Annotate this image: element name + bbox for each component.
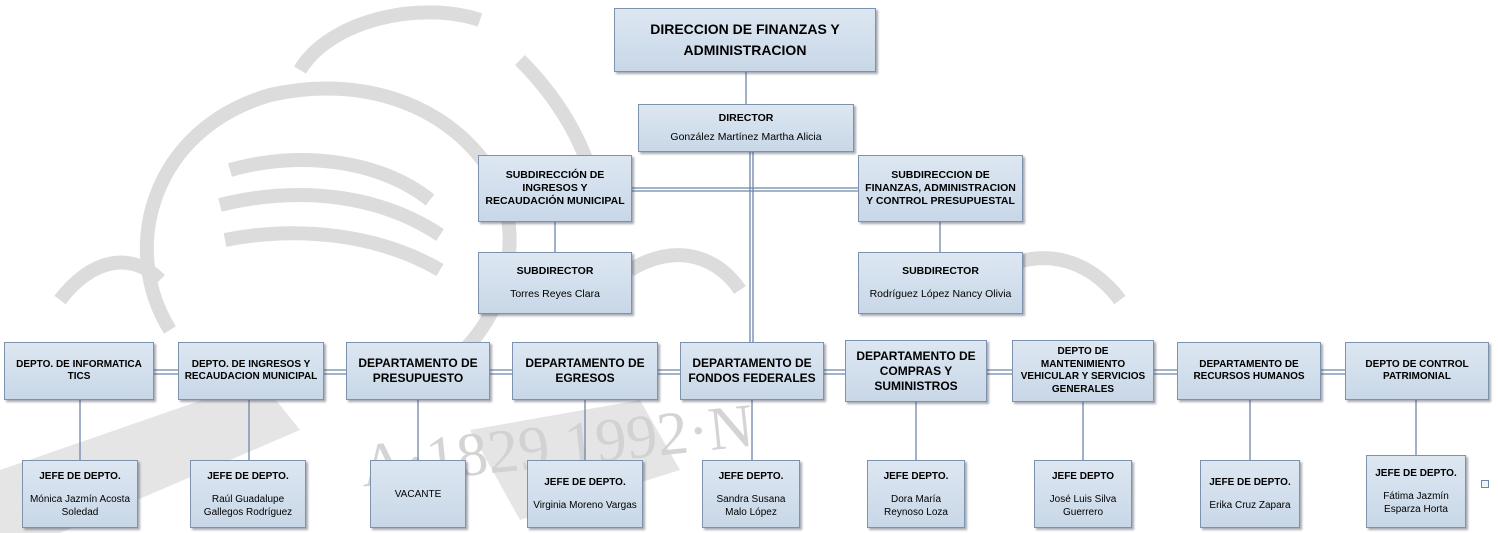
department-name: DEPARTAMENTO DE RECURSOS HUMANOS [1193, 358, 1305, 383]
subdirector-finance-role: SUBDIRECTOR [902, 265, 979, 277]
department-head-name: Fátima Jazmín Esparza Horta [1383, 491, 1449, 515]
department-head-role: JEFE DE DEPTO. [39, 470, 121, 482]
subdirection-income-box: SUBDIRECCIÓN DE INGRESOS Y RECAUDACIÓN M… [478, 155, 632, 222]
department-name: DEPTO DE MANTENIMIENTO VEHICULAR Y SERVI… [1020, 346, 1146, 395]
subdirection-finance-box: SUBDIRECCION DE FINANZAS, ADMINISTRACION… [858, 155, 1023, 222]
department-name: DEPTO. DE INFORMATICA TICS [16, 358, 142, 383]
director-name: González Martínez Martha Alicia [670, 131, 822, 143]
department-head-box: JEFE DE DEPTO. Erika Cruz Zapara [1200, 460, 1300, 528]
subdirector-income-box: SUBDIRECTOR Torres Reyes Clara [478, 252, 632, 314]
department-name: DEPTO. DE INGRESOS Y RECAUDACION MUNICIP… [184, 358, 318, 383]
subdirector-income-name: Torres Reyes Clara [510, 288, 600, 300]
department-box: DEPARTAMENTO DE COMPRAS Y SUMINISTROS [845, 340, 987, 402]
department-box: DEPARTAMENTO DE EGRESOS [512, 342, 658, 400]
root-title: DIRECCION DE FINANZAS Y ADMINISTRACION [650, 21, 840, 58]
department-head-box: JEFE DEPTO. Dora María Reynoso Loza [867, 460, 965, 528]
department-head-role: JEFE DE DEPTO. [544, 477, 626, 488]
subdirection-income-title: SUBDIRECCIÓN DE INGRESOS Y RECAUDACIÓN M… [485, 169, 625, 207]
department-box: DEPARTAMENTO DE RECURSOS HUMANOS [1177, 342, 1321, 400]
director-box: DIRECTOR González Martínez Martha Alicia [638, 104, 854, 152]
department-head-box: JEFE DE DEPTO. Fátima Jazmín Esparza Hor… [1366, 455, 1466, 528]
department-head-box: JEFE DEPTO José Luis Silva Guerrero [1034, 460, 1132, 528]
department-head-name: Dora María Reynoso Loza [884, 493, 948, 518]
department-head-role: JEFE DE DEPTO. [1209, 477, 1291, 488]
department-head-box: VACANTE [370, 460, 466, 528]
department-head-role: JEFE DEPTO. [883, 470, 949, 482]
department-head-name: José Luis Silva Guerrero [1049, 493, 1117, 518]
department-head-role: JEFE DE DEPTO. [1375, 468, 1457, 479]
department-head-name: Virginia Moreno Vargas [533, 500, 637, 511]
subdirector-finance-name: Rodríguez López Nancy Olivia [869, 288, 1012, 300]
root-direction-box: DIRECCION DE FINANZAS Y ADMINISTRACION [614, 8, 876, 72]
department-box: DEPARTAMENTO DE PRESUPUESTO [346, 342, 490, 400]
department-box: DEPTO DE CONTROL PATRIMONIAL [1345, 342, 1489, 400]
subdirector-finance-box: SUBDIRECTOR Rodríguez López Nancy Olivia [858, 252, 1023, 314]
department-head-role: JEFE DEPTO [1051, 470, 1115, 482]
department-name: DEPARTAMENTO DE PRESUPUESTO [358, 356, 478, 385]
department-head-name: Mónica Jazmín Acosta Soledad [29, 493, 131, 518]
department-head-box: JEFE DEPTO. Sandra Susana Malo López [702, 460, 800, 528]
small-square-icon [1481, 480, 1489, 488]
department-name: DEPTO DE CONTROL PATRIMONIAL [1365, 358, 1469, 383]
department-head-box: JEFE DE DEPTO. Raúl Guadalupe Gallegos R… [190, 460, 306, 528]
department-box: DEPARTAMENTO DE FONDOS FEDERALES [680, 342, 824, 400]
department-head-role: JEFE DEPTO. [718, 470, 784, 482]
department-head-name: Erika Cruz Zapara [1209, 500, 1291, 511]
department-head-box: JEFE DE DEPTO. Mónica Jazmín Acosta Sole… [22, 460, 138, 528]
department-name: DEPARTAMENTO DE EGRESOS [525, 356, 645, 385]
department-head-box: JEFE DE DEPTO. Virginia Moreno Vargas [527, 460, 643, 528]
subdirection-finance-title: SUBDIRECCION DE FINANZAS, ADMINISTRACION… [865, 169, 1016, 207]
department-head-name: Raúl Guadalupe Gallegos Rodríguez [203, 493, 293, 518]
department-head-name: VACANTE [394, 488, 442, 500]
department-name: DEPARTAMENTO DE COMPRAS Y SUMINISTROS [856, 348, 976, 393]
department-box: DEPTO. DE INFORMATICA TICS [4, 342, 154, 400]
subdirector-income-role: SUBDIRECTOR [516, 265, 594, 277]
director-role: DIRECTOR [718, 112, 774, 124]
department-box: DEPTO DE MANTENIMIENTO VEHICULAR Y SERVI… [1012, 340, 1154, 402]
department-name: DEPARTAMENTO DE FONDOS FEDERALES [688, 356, 816, 385]
department-head-role: JEFE DE DEPTO. [207, 470, 289, 482]
department-head-name: Sandra Susana Malo López [716, 493, 786, 518]
department-box: DEPTO. DE INGRESOS Y RECAUDACION MUNICIP… [178, 342, 324, 400]
